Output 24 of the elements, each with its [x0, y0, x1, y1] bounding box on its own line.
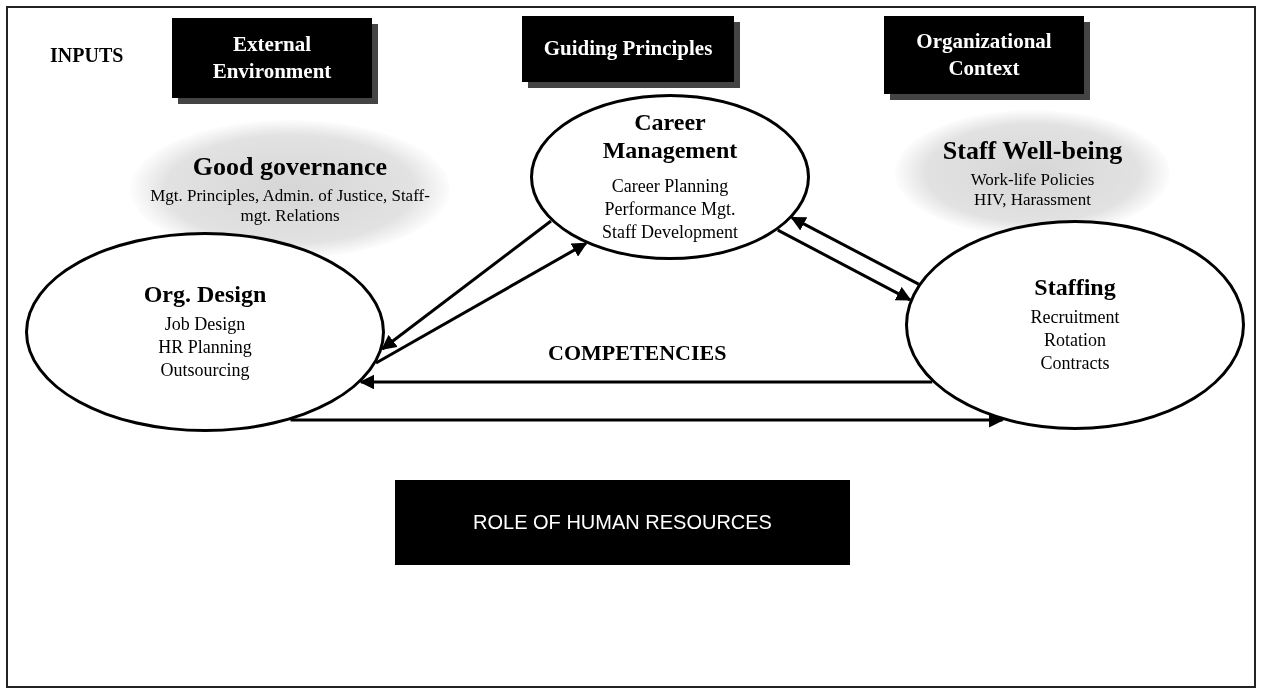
node-text: Recruitment — [1030, 305, 1120, 329]
node-text: Outsourcing — [159, 359, 251, 383]
node-text: Contracts — [1039, 352, 1111, 376]
diagram-label: COMPETENCIES — [548, 340, 727, 366]
banner-box — [395, 480, 850, 565]
box-text: ROLE OF HUMAN RESOURCES — [473, 511, 772, 534]
diagram-label: INPUTS — [50, 44, 124, 67]
box-text: External Environment — [211, 30, 333, 85]
node-text: Staff Development — [600, 221, 740, 245]
node-text: Rotation — [1043, 329, 1107, 353]
node-heading: Career Management — [601, 109, 739, 165]
node-text: Mgt. Principles, Admin. of Justice, Staff-mgt. Relations — [149, 185, 431, 227]
node-text: HIV, Harassment — [973, 189, 1092, 211]
node-heading: Staff Well-being — [941, 135, 1124, 166]
node-heading: Staffing — [1033, 274, 1117, 302]
box-text: Organizational Context — [915, 27, 1053, 82]
box-text: Guiding Principles — [543, 35, 713, 63]
node-text: Career Planning — [610, 174, 730, 198]
node-heading: Good governance — [191, 151, 389, 182]
node-text: HR Planning — [157, 336, 253, 360]
node-text: Performance Mgt. — [603, 197, 737, 221]
node-heading: Org. Design — [143, 281, 267, 309]
node-text: Job Design — [163, 312, 247, 336]
node-text: Work-life Policies — [969, 169, 1096, 190]
